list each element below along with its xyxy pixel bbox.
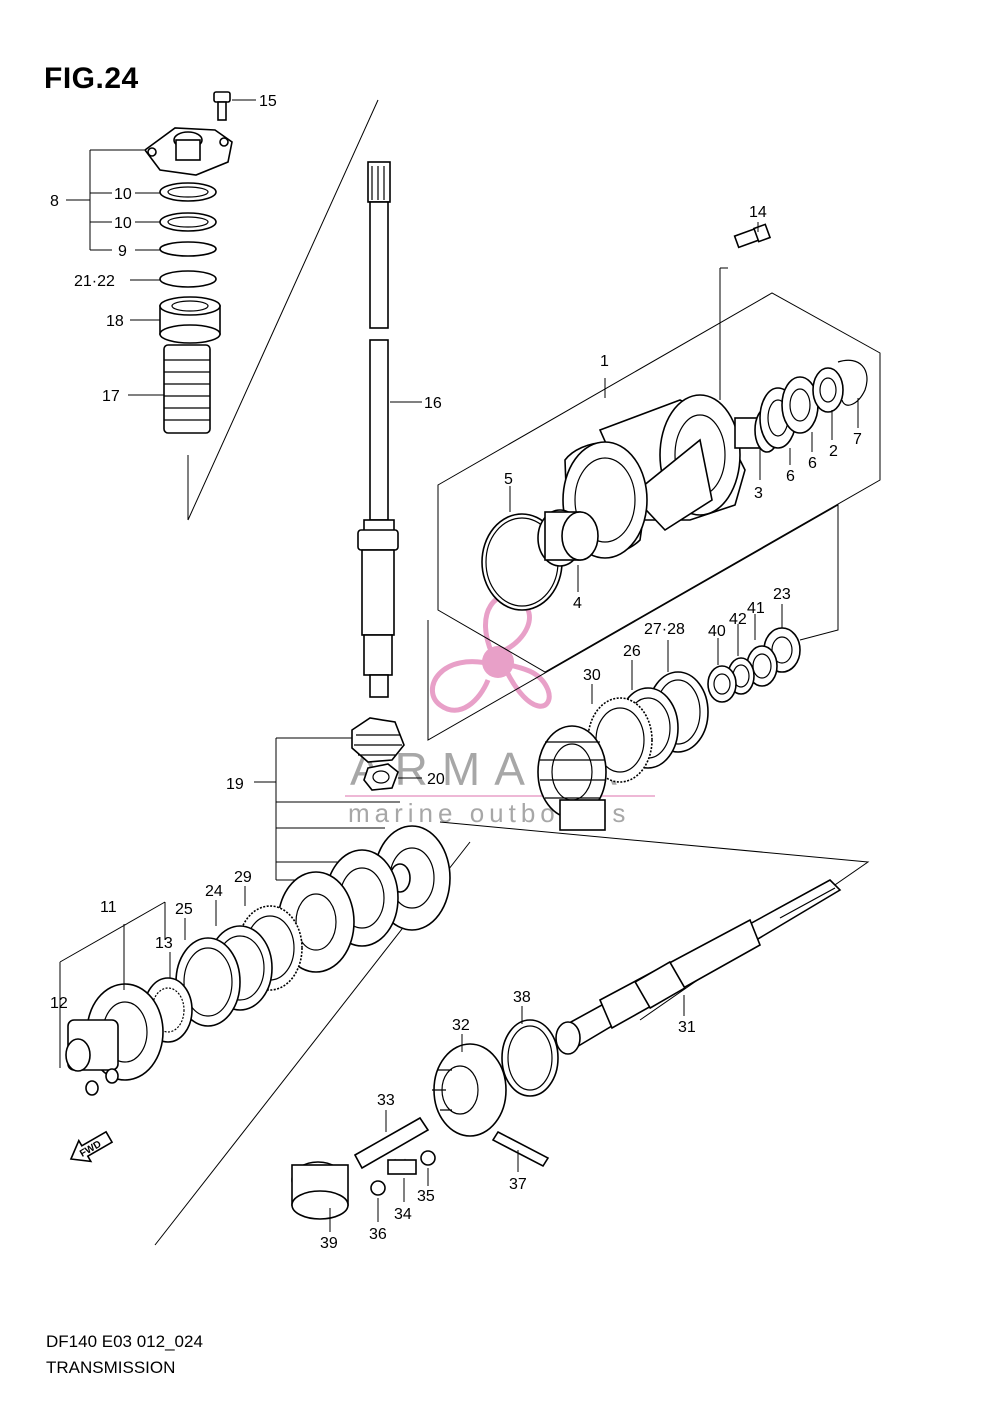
callout-10b: 10 bbox=[114, 215, 132, 232]
callout-29: 29 bbox=[234, 869, 252, 886]
callout-3: 3 bbox=[754, 485, 763, 502]
reverse-gear bbox=[537, 725, 607, 831]
oil-seal-10a bbox=[159, 182, 217, 202]
needle-bearing-4 bbox=[537, 509, 599, 592]
callout-18: 18 bbox=[106, 313, 124, 330]
pinion-group bbox=[351, 717, 422, 791]
callout-4: 4 bbox=[573, 595, 582, 612]
callout-40: 40 bbox=[708, 623, 726, 640]
callout-14: 14 bbox=[749, 204, 767, 221]
callout-33: 33 bbox=[377, 1092, 395, 1109]
callout-labels: 15 8 10 10 9 21·22 18 17 16 14 1 7 2 6 6… bbox=[50, 93, 862, 1252]
callout-17: 17 bbox=[102, 388, 120, 405]
circlip-7 bbox=[837, 359, 868, 428]
callout-41: 41 bbox=[747, 600, 765, 617]
shim-21-22 bbox=[159, 270, 217, 288]
callout-12: 12 bbox=[50, 995, 68, 1012]
pin-33 bbox=[353, 1110, 430, 1170]
propeller-logo bbox=[429, 593, 552, 713]
callout-7: 7 bbox=[853, 431, 862, 448]
clutch-dog-32 bbox=[432, 1034, 507, 1137]
diagram-title: TRANSMISSION bbox=[46, 1358, 176, 1377]
callout-34: 34 bbox=[394, 1206, 412, 1223]
callout-10a: 10 bbox=[114, 186, 132, 203]
spring-sleeve-17 bbox=[163, 344, 211, 434]
callout-15: 15 bbox=[259, 93, 277, 110]
callout-6b: 6 bbox=[786, 468, 795, 485]
callout-42: 42 bbox=[729, 611, 747, 628]
callout-11: 11 bbox=[100, 899, 117, 916]
callout-25: 25 bbox=[175, 901, 193, 918]
callout-13: 13 bbox=[155, 935, 173, 952]
bearing-housing bbox=[143, 127, 233, 176]
o-ring-9 bbox=[159, 241, 217, 257]
upper-bearing-group bbox=[66, 91, 379, 521]
spring-34 bbox=[387, 1158, 417, 1202]
callout-19: 19 bbox=[226, 776, 244, 793]
bolt-15 bbox=[213, 91, 256, 121]
bearing-18 bbox=[159, 296, 221, 344]
sleeve-39 bbox=[291, 1161, 349, 1232]
shim-2 bbox=[812, 367, 844, 440]
propeller-shaft-31 bbox=[555, 879, 842, 1055]
callout-1: 1 bbox=[600, 353, 609, 370]
figure-title: FIG.24 bbox=[44, 62, 139, 95]
ball-36 bbox=[370, 1180, 386, 1222]
ball-35 bbox=[420, 1150, 436, 1186]
pin-37 bbox=[491, 1130, 550, 1172]
diagram-code: DF140 E03 012_024 bbox=[46, 1332, 203, 1351]
callout-20: 20 bbox=[427, 771, 445, 788]
fwd-arrow-icon: FWD bbox=[69, 1130, 114, 1163]
callout-38: 38 bbox=[513, 989, 531, 1006]
callout-24: 24 bbox=[205, 883, 223, 900]
callout-21-22: 21·22 bbox=[74, 273, 115, 290]
bracket-8 bbox=[66, 149, 164, 396]
callout-27-28: 27·28 bbox=[644, 621, 685, 638]
callout-16: 16 bbox=[424, 395, 442, 412]
bracket-11 bbox=[59, 901, 166, 1068]
callout-23: 23 bbox=[773, 586, 791, 603]
callout-2: 2 bbox=[829, 443, 838, 460]
callout-39: 39 bbox=[320, 1235, 338, 1252]
fwd-label: FWD bbox=[78, 1139, 103, 1160]
callout-30: 30 bbox=[583, 667, 601, 684]
callout-31: 31 bbox=[678, 1019, 696, 1036]
callout-5: 5 bbox=[504, 471, 513, 488]
callout-35: 35 bbox=[417, 1188, 435, 1205]
washer-40 bbox=[707, 665, 737, 703]
callout-32: 32 bbox=[452, 1017, 470, 1034]
callout-37: 37 bbox=[509, 1176, 527, 1193]
forward-gear-group bbox=[59, 821, 870, 1246]
callout-9: 9 bbox=[118, 243, 127, 260]
bolt-14 bbox=[719, 222, 772, 400]
push-rod-guide-38 bbox=[501, 1006, 559, 1097]
rear-bearing-stack bbox=[427, 504, 839, 831]
drive-shaft-16 bbox=[357, 161, 422, 698]
callout-8: 8 bbox=[50, 193, 59, 210]
callout-26: 26 bbox=[623, 643, 641, 660]
gear-case-group bbox=[437, 222, 881, 673]
callout-36: 36 bbox=[369, 1226, 387, 1243]
bearing-housing-11 bbox=[65, 983, 164, 1096]
callout-6a: 6 bbox=[808, 455, 817, 472]
